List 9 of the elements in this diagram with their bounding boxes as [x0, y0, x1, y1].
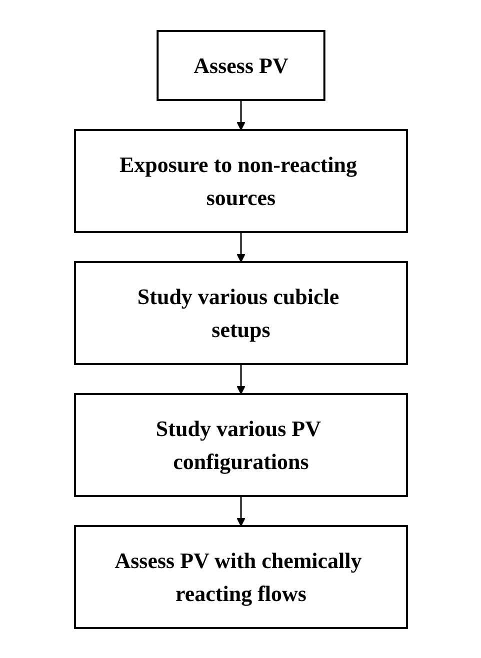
node-box: Exposure to non-reacting sources — [74, 128, 408, 232]
node-box: Assess PV — [156, 30, 325, 100]
arrow — [236, 496, 245, 526]
arrow — [236, 364, 245, 394]
node-box: Study various cubicle setups — [74, 260, 408, 364]
node-box: Assess PV with chemically reacting flows — [74, 524, 408, 628]
node-box: Study various PV configurations — [74, 392, 408, 496]
arrow — [236, 232, 245, 262]
arrow — [236, 100, 245, 130]
